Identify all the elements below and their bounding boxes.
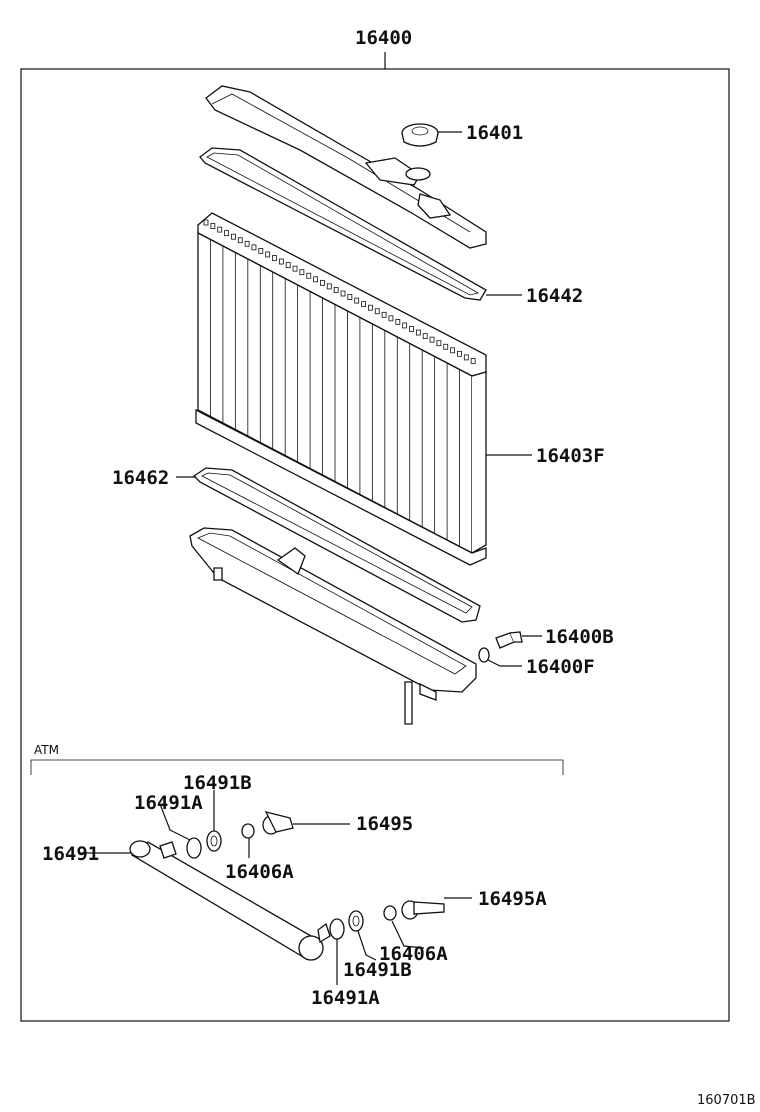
tank-tooth (265, 251, 271, 258)
hose-fitting-upper (262, 811, 294, 835)
tank-tooth (251, 244, 257, 251)
tank-tooth (415, 329, 421, 336)
tank-tooth (367, 304, 373, 311)
label-16491B-lower: 16491B (343, 959, 412, 981)
drain-oring (478, 647, 490, 663)
tank-tooth (381, 311, 387, 318)
nut-lower (383, 905, 397, 921)
tank-tooth (402, 322, 408, 329)
label-16495A: 16495A (478, 888, 547, 910)
tank-tooth (361, 301, 366, 308)
drain-cock (495, 631, 523, 649)
label-16462: 16462 (112, 467, 169, 489)
filler-cap (401, 123, 439, 147)
label-16403F: 16403F (536, 445, 605, 467)
tank-tooth (395, 318, 401, 325)
diagram-frame (20, 68, 730, 1022)
tank-tooth (333, 287, 339, 293)
tank-tooth (340, 290, 346, 297)
tank-tooth (450, 347, 456, 354)
tank-tooth (299, 269, 305, 276)
tank-tooth (278, 258, 284, 265)
tank-tooth (409, 326, 414, 332)
tank-tooth (388, 315, 394, 322)
tank-tooth (210, 223, 216, 229)
footer-code: 160701B (697, 1093, 756, 1108)
tank-tooth (258, 247, 264, 254)
washer-lower (348, 910, 364, 932)
label-16495: 16495 (356, 813, 413, 835)
label-16400: 16400 (355, 27, 412, 49)
tank-tooth (470, 358, 476, 364)
tank-tooth (347, 294, 353, 300)
tank-tooth (463, 354, 469, 361)
tank-tooth (320, 279, 325, 286)
nut-upper (241, 823, 255, 839)
radiator-core (195, 212, 487, 566)
tank-tooth (230, 233, 236, 240)
label-16491A-lower: 16491A (311, 987, 380, 1009)
tank-tooth (285, 262, 291, 269)
section-label-atm: ATM (34, 743, 59, 757)
gasket-ring-upper (186, 837, 202, 859)
label-16400F: 16400F (526, 656, 595, 678)
tank-tooth (217, 226, 223, 233)
label-16491A-upper: 16491A (134, 792, 203, 814)
tank-tooth (292, 265, 298, 272)
tank-tooth (457, 350, 462, 357)
tank-tooth (443, 343, 449, 350)
label-16491: 16491 (42, 843, 99, 865)
tank-tooth (272, 255, 277, 261)
tank-tooth (306, 272, 312, 279)
upper-tank (205, 85, 487, 249)
hose-fitting-lower (401, 900, 445, 920)
lower-tank (189, 527, 477, 725)
label-16400B: 16400B (545, 626, 614, 648)
tank-tooth (326, 283, 332, 290)
tank-tooth (244, 240, 250, 247)
label-16491B-upper: 16491B (183, 772, 252, 794)
atm-bracket (30, 759, 564, 775)
tank-tooth (237, 237, 243, 244)
gasket-ring-lower (329, 918, 345, 940)
label-16406A-upper: 16406A (225, 861, 294, 883)
label-16406A-lower: 16406A (379, 943, 448, 965)
tank-tooth (224, 230, 229, 237)
tank-tooth (436, 340, 442, 347)
tank-tooth (374, 308, 380, 315)
tank-tooth (354, 297, 360, 304)
label-16442: 16442 (526, 285, 583, 307)
upper-gasket (199, 147, 487, 301)
oil-cooler-pipe (129, 840, 331, 961)
tank-tooth (203, 219, 209, 226)
label-16401: 16401 (466, 122, 523, 144)
tank-tooth (422, 333, 428, 340)
washer-upper (206, 830, 222, 852)
tank-tooth (429, 336, 435, 343)
tank-tooth (313, 276, 319, 283)
